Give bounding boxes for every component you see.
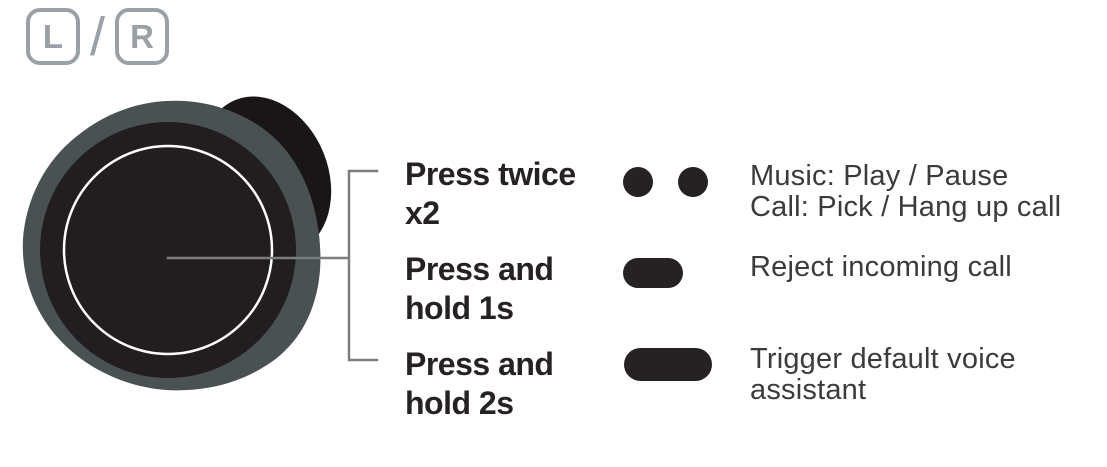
double-tap-dots-icon bbox=[623, 167, 708, 197]
gesture-label-line: x2 bbox=[405, 195, 440, 231]
earbud-illustration bbox=[22, 96, 379, 391]
hold-long-pill-icon bbox=[624, 348, 712, 381]
callout-connector-line bbox=[166, 169, 379, 362]
gesture-label-line: Press twice bbox=[405, 156, 576, 192]
gesture-label-line: hold 2s bbox=[405, 385, 514, 421]
earbud-side-indicator: L / R bbox=[26, 6, 170, 67]
touch-surface bbox=[40, 122, 296, 378]
slash-separator: / bbox=[90, 6, 106, 67]
action-line: Trigger default voice bbox=[750, 343, 1016, 375]
gesture-label-press-twice: Press twice x2 bbox=[405, 155, 615, 233]
left-earbud-badge: L bbox=[26, 8, 80, 65]
right-earbud-badge: R bbox=[115, 8, 170, 65]
gesture-label-line: Press and bbox=[405, 346, 554, 382]
action-text-hold-1s: Reject incoming call bbox=[750, 252, 1107, 283]
action-line: Music: Play / Pause bbox=[750, 160, 1009, 192]
action-line: Call: Pick / Hang up call bbox=[750, 191, 1062, 223]
hold-short-pill-icon bbox=[623, 258, 683, 288]
action-line: assistant bbox=[750, 374, 867, 406]
gesture-label-line: Press and bbox=[405, 251, 554, 287]
tap-dot-icon bbox=[678, 167, 708, 197]
action-text-hold-2s: Trigger default voice assistant bbox=[750, 344, 1107, 406]
touch-surface-ring bbox=[62, 144, 274, 356]
action-text-press-twice: Music: Play / Pause Call: Pick / Hang up… bbox=[750, 161, 1107, 223]
gesture-label-hold-1s: Press and hold 1s bbox=[405, 250, 615, 328]
tap-dot-icon bbox=[623, 167, 653, 197]
gesture-label-hold-2s: Press and hold 2s bbox=[405, 345, 615, 423]
gesture-label-line: hold 1s bbox=[405, 290, 514, 326]
action-line: Reject incoming call bbox=[750, 251, 1012, 283]
